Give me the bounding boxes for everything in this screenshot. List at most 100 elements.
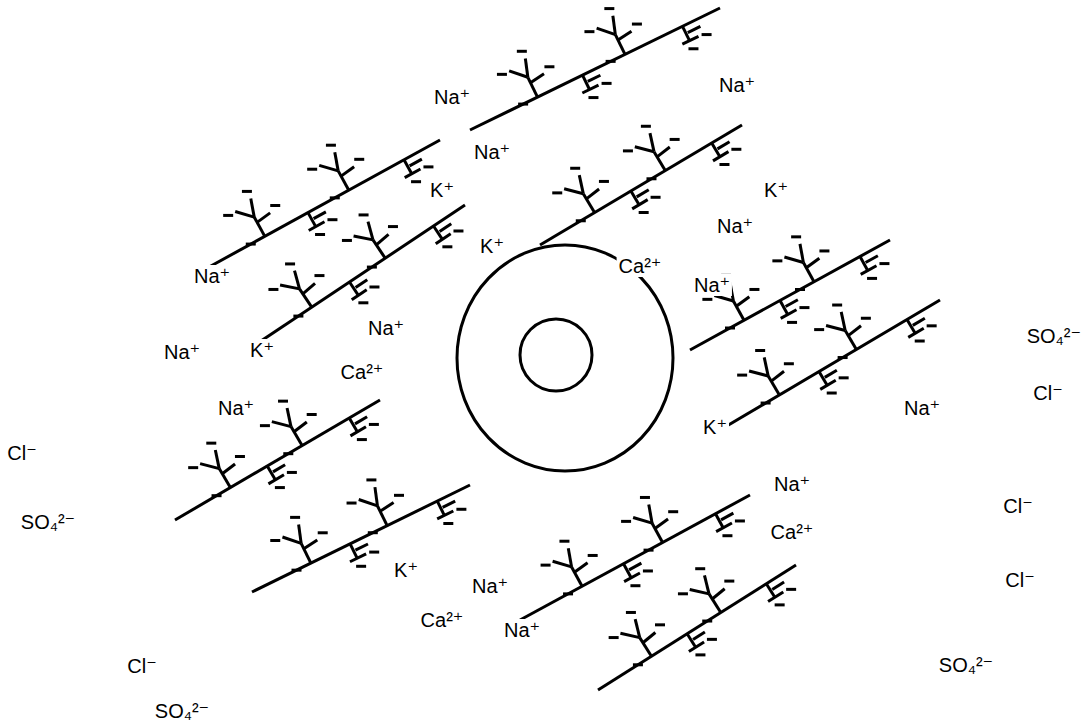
plate-stroke (314, 274, 324, 277)
plate-stroke (775, 603, 785, 606)
anion-label: Cl⁻ (1031, 382, 1064, 404)
plate-stroke (314, 212, 326, 219)
plate-stroke (712, 589, 724, 599)
plate-stroke (570, 167, 580, 170)
plate-stroke (719, 163, 729, 166)
plate-stroke (826, 326, 845, 331)
plate-stroke (287, 471, 297, 474)
plate-stroke (200, 140, 440, 272)
plate-stroke (655, 519, 668, 528)
plate-stroke (319, 165, 338, 171)
cation-label: Na⁺ (902, 397, 942, 419)
cation-label: Na⁺ (692, 274, 732, 296)
plate-stroke (272, 422, 291, 427)
plate-stroke (294, 422, 307, 432)
plate-stroke (640, 496, 650, 499)
plate-stroke (295, 271, 300, 289)
plate-stroke (687, 634, 696, 648)
plate-stroke (630, 584, 640, 587)
anion-label: SO₄²⁻ (1025, 325, 1083, 347)
plate-stroke (275, 486, 285, 489)
plate-stroke (257, 213, 270, 222)
plate-stroke (609, 636, 619, 639)
plate-stroke (838, 356, 848, 359)
plate-stroke (725, 327, 735, 330)
plate-stroke (690, 240, 890, 350)
plate-stroke (525, 58, 528, 77)
plate-stroke (369, 551, 379, 554)
plate-stroke (639, 211, 649, 214)
anion-label: SO₄²⁻ (19, 511, 77, 533)
plate-stroke (540, 125, 742, 245)
plate-stroke (293, 315, 303, 318)
plate-stroke (410, 159, 422, 166)
plate-stroke (352, 290, 367, 300)
cation-label: Na⁺ (502, 619, 542, 641)
plate-stroke (768, 592, 783, 602)
plate-stroke (795, 288, 805, 291)
plate-stroke (553, 561, 572, 567)
plate-stroke (307, 168, 317, 171)
cation-label: Na⁺ (366, 317, 406, 339)
plate-stroke (749, 288, 759, 291)
plate-stroke (597, 28, 616, 34)
plate-stroke (841, 312, 845, 331)
plate-stroke (632, 23, 642, 26)
plate-stroke (613, 16, 616, 35)
anion-label: SO₄²⁻ (153, 700, 211, 722)
plate-stroke (440, 224, 452, 232)
plate-stroke (689, 642, 704, 652)
plate-stroke (341, 167, 354, 176)
plate-stroke (629, 563, 641, 570)
cation-label: Ca²⁺ (419, 609, 466, 631)
plate-stroke (520, 495, 750, 620)
plate-stroke (335, 152, 338, 171)
plate-stroke (646, 177, 656, 180)
plate-stroke (366, 478, 376, 481)
plate-stroke (761, 402, 771, 405)
cation-label: Na⁺ (772, 473, 812, 495)
plate-stroke (786, 300, 798, 307)
plate-stroke (350, 554, 366, 562)
plate-stroke (649, 504, 652, 523)
plate-stroke (682, 36, 698, 44)
plate-stroke (252, 485, 470, 592)
plate-stroke (724, 580, 734, 583)
plate-stroke (369, 285, 379, 288)
plate-stroke (832, 304, 842, 307)
plate-stroke (702, 620, 712, 623)
plate-stroke (786, 588, 796, 591)
plate-stroke (688, 47, 698, 50)
cation-label: Na⁺ (162, 341, 202, 363)
plate-stroke (357, 438, 367, 441)
plate-stroke (268, 288, 278, 291)
plate-stroke (678, 592, 688, 595)
plate-stroke (736, 297, 749, 306)
plate-stroke (290, 516, 300, 519)
plate-stroke (800, 244, 803, 263)
plate-stroke (713, 152, 728, 161)
cation-label: K⁺ (248, 339, 276, 361)
anion-label: Cl⁻ (125, 655, 158, 677)
plate-stroke (443, 522, 453, 525)
plate-stroke (260, 424, 270, 427)
plate-stroke (806, 258, 819, 267)
plate-stroke (693, 632, 705, 639)
plate-stroke (588, 96, 598, 99)
plate-stroke (355, 417, 367, 424)
cation-label: Na⁺ (216, 397, 256, 419)
plate-stroke (552, 191, 562, 194)
plate-stroke (355, 544, 368, 550)
plate-stroke (299, 525, 302, 544)
cation-label: K⁺ (428, 179, 456, 201)
plate-stroke (624, 573, 640, 582)
plate-stroke (367, 266, 377, 269)
plate-stroke (564, 189, 583, 194)
plate-stroke (621, 520, 631, 523)
plate-stroke (356, 280, 368, 288)
plate-stroke (827, 392, 837, 395)
plate-stroke (819, 249, 829, 252)
plate-stroke (380, 502, 393, 511)
plate-stroke (602, 82, 612, 85)
plate-stroke (235, 212, 254, 218)
